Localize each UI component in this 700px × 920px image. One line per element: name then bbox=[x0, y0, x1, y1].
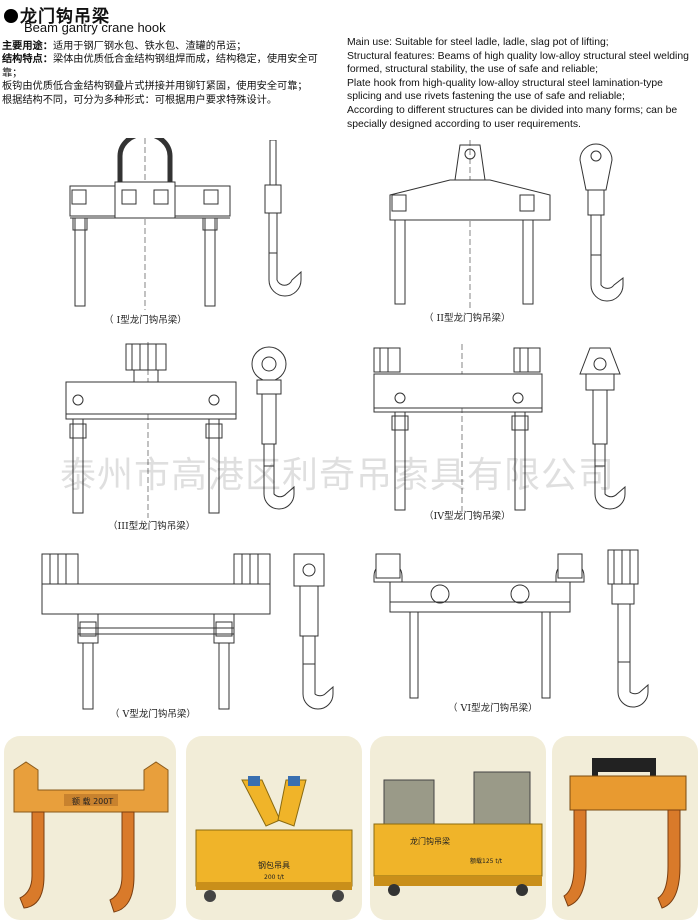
photo2-beam-illustration bbox=[195, 776, 353, 902]
photo3-beam-illustration bbox=[373, 771, 543, 896]
type3-caption: （III型龙门钩吊梁） bbox=[108, 521, 196, 532]
description-en: Main use: Suitable for steel ladle, ladl… bbox=[347, 36, 697, 131]
type3-front-drawing bbox=[65, 342, 237, 518]
type2-side-hook-drawing bbox=[579, 143, 624, 302]
product-photo-1: 额 载 200T bbox=[4, 736, 176, 920]
type1-side-hook-drawing bbox=[264, 140, 302, 297]
main-use-cn: 主要用途：适用于钢厂钢水包、铁水包、渣罐的吊运； bbox=[2, 41, 247, 52]
bullet-dot-icon bbox=[4, 9, 18, 23]
forms-cn: 根据结构不同，可分为多种形式：可根据用户要求特殊设计。 bbox=[2, 94, 278, 106]
product-photo-3: 龙门钩吊梁 额载125 t/t bbox=[370, 736, 546, 920]
type2-caption: （ II型龙门钩吊梁） bbox=[424, 313, 511, 324]
photo1-beam-illustration bbox=[13, 761, 169, 913]
product-photo-2: 钢包吊具 200 t/t bbox=[186, 736, 362, 920]
features-cn: 结构特点：梁体由优质低合金结构钢组焊而成，结构稳定，使用安全可靠； bbox=[2, 54, 318, 79]
plate-hook-en: Plate hook from high-quality low-alloy s… bbox=[347, 77, 663, 103]
type5-front-drawing bbox=[41, 553, 271, 710]
description-cn: 主要用途：适用于钢厂钢水包、铁水包、渣罐的吊运； 结构特点：梁体由优质低合金结构… bbox=[2, 40, 338, 107]
type3-side-hook-drawing bbox=[251, 346, 295, 510]
page-title: 龙门钩吊梁 bbox=[4, 2, 110, 27]
forms-en: According to different structures can be… bbox=[347, 104, 678, 130]
photo3-label: 龙门钩吊梁 bbox=[410, 837, 450, 846]
page-subtitle: Beam gantry crane hook bbox=[24, 20, 166, 35]
type6-caption: （ VI型龙门钩吊梁） bbox=[448, 703, 538, 714]
type4-caption: （IV型龙门钩吊梁） bbox=[424, 511, 511, 522]
company-watermark: 泰州市高港区利奇吊索具有限公司 bbox=[60, 455, 616, 496]
type6-front-drawing bbox=[373, 553, 585, 699]
type5-side-hook-drawing bbox=[293, 553, 334, 710]
photo1-label: 额 载 200T bbox=[72, 797, 114, 806]
type1-caption: （ I型龙门钩吊梁） bbox=[104, 315, 187, 326]
type4-side-hook-drawing bbox=[579, 347, 626, 510]
features-en: Structural features: Beams of high quali… bbox=[347, 50, 689, 76]
plate-hook-cn: 板钩由优质低合金结构钢叠片式拼接并用铆钉紧固，使用安全可靠； bbox=[2, 81, 308, 93]
photo4-beam-illustration bbox=[563, 758, 687, 909]
main-use-en: Main use: Suitable for steel ladle, ladl… bbox=[347, 37, 609, 48]
type4-front-drawing bbox=[373, 344, 543, 516]
type6-side-hook-drawing bbox=[607, 549, 649, 708]
type5-caption: （ V型龙门钩吊梁） bbox=[110, 709, 196, 720]
type1-front-drawing bbox=[69, 138, 231, 310]
photo2-sublabel: 200 t/t bbox=[264, 874, 285, 881]
photo2-label: 钢包吊具 bbox=[258, 861, 290, 870]
type2-front-drawing bbox=[389, 140, 551, 310]
product-photo-4 bbox=[552, 736, 698, 920]
photo3-sublabel: 额载125 t/t bbox=[470, 858, 503, 865]
